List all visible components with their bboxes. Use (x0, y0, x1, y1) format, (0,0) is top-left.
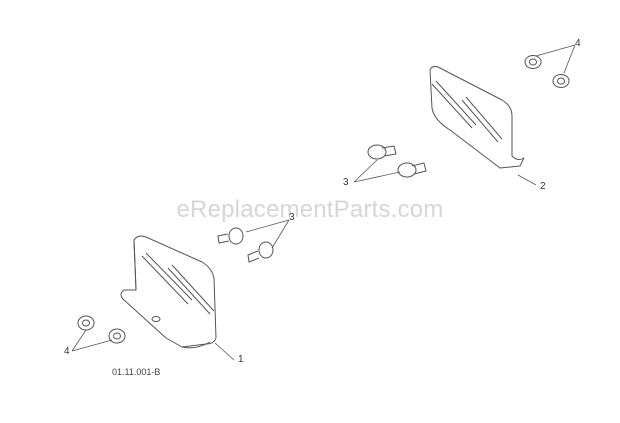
carriage-bolts-upper (367, 144, 427, 178)
skid-plate-right (429, 65, 525, 169)
callout-3-lower: 3 (289, 212, 295, 223)
flange-nuts-upper (524, 55, 570, 88)
drawing-code: 01.11.001-B (112, 367, 161, 377)
callout-1: 1 (238, 354, 244, 365)
callout-4-lower: 4 (64, 346, 70, 357)
callout-2: 2 (540, 181, 546, 192)
watermark-text: eReplacementParts.com (176, 196, 444, 223)
callout-3-upper: 3 (343, 177, 349, 188)
callout-4-upper: 4 (575, 38, 581, 49)
leader-lines (71, 44, 576, 361)
flange-nuts-lower (77, 315, 126, 344)
carriage-bolts-lower (217, 227, 274, 263)
skid-plate-left (120, 235, 217, 349)
